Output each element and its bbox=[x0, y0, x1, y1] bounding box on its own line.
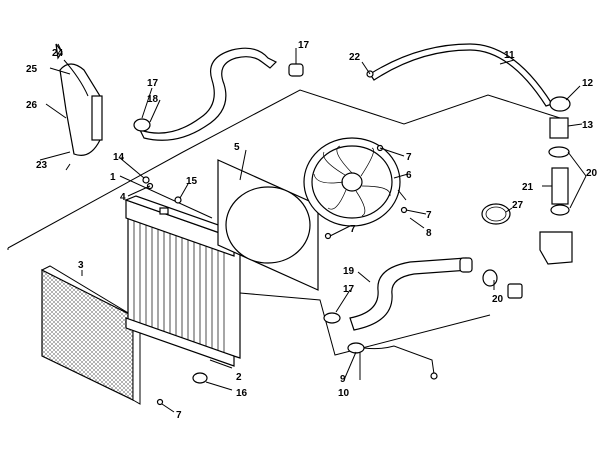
callout-7-fan-top: 7 bbox=[406, 152, 412, 163]
radiator-screen bbox=[40, 265, 141, 405]
callout-18: 18 bbox=[147, 94, 159, 105]
callout-16: 16 bbox=[236, 388, 248, 399]
radiator bbox=[124, 195, 246, 384]
callout-11: 11 bbox=[504, 50, 515, 61]
overflow-hose bbox=[369, 43, 553, 107]
callout-21: 21 bbox=[522, 182, 534, 193]
callout-17-upper-left: 17 bbox=[147, 78, 159, 89]
lower-hose bbox=[323, 257, 473, 331]
filler-neck-assembly bbox=[539, 96, 573, 265]
callout-17-upper-right: 17 bbox=[298, 40, 310, 51]
callout-20-lower: 20 bbox=[492, 294, 504, 305]
callout-2: 2 bbox=[236, 372, 242, 383]
upper-hose bbox=[133, 47, 304, 141]
fasteners bbox=[142, 70, 408, 406]
clamp bbox=[481, 203, 511, 225]
callout-labels: 24 25 26 23 1 4 14 15 17 18 17 5 6 7 7 8… bbox=[26, 40, 598, 421]
callout-15: 15 bbox=[186, 176, 198, 187]
temperature-sensor bbox=[347, 342, 438, 380]
fan-shroud bbox=[217, 159, 319, 291]
callout-10: 10 bbox=[338, 388, 350, 399]
callout-26: 26 bbox=[26, 100, 38, 111]
callout-19: 19 bbox=[343, 266, 355, 277]
callout-25: 25 bbox=[26, 64, 38, 75]
callout-7-screen: 7 bbox=[176, 410, 182, 421]
cooling-fan bbox=[303, 137, 407, 227]
callout-1: 1 bbox=[110, 172, 116, 183]
callout-3: 3 bbox=[78, 260, 84, 271]
callout-5: 5 bbox=[234, 142, 240, 153]
callout-14: 14 bbox=[113, 152, 125, 163]
callout-23: 23 bbox=[36, 160, 48, 171]
callout-9: 9 bbox=[340, 374, 346, 385]
assembly-boundary-lines bbox=[7, 89, 561, 356]
callout-13: 13 bbox=[582, 120, 594, 131]
callout-6: 6 bbox=[406, 170, 412, 181]
callout-7-shroud: 7 bbox=[350, 224, 356, 235]
callout-4: 4 bbox=[120, 192, 126, 203]
callout-20-upper: 20 bbox=[586, 168, 598, 179]
callout-12: 12 bbox=[582, 78, 594, 89]
callout-24: 24 bbox=[52, 48, 64, 59]
callout-7-fan-right: 7 bbox=[426, 210, 432, 221]
callout-17-lower: 17 bbox=[343, 284, 355, 295]
coolant-reservoir bbox=[55, 43, 103, 171]
callout-8: 8 bbox=[426, 228, 432, 239]
callout-22: 22 bbox=[349, 52, 361, 63]
leader-lines bbox=[39, 43, 587, 413]
callout-27: 27 bbox=[512, 200, 524, 211]
